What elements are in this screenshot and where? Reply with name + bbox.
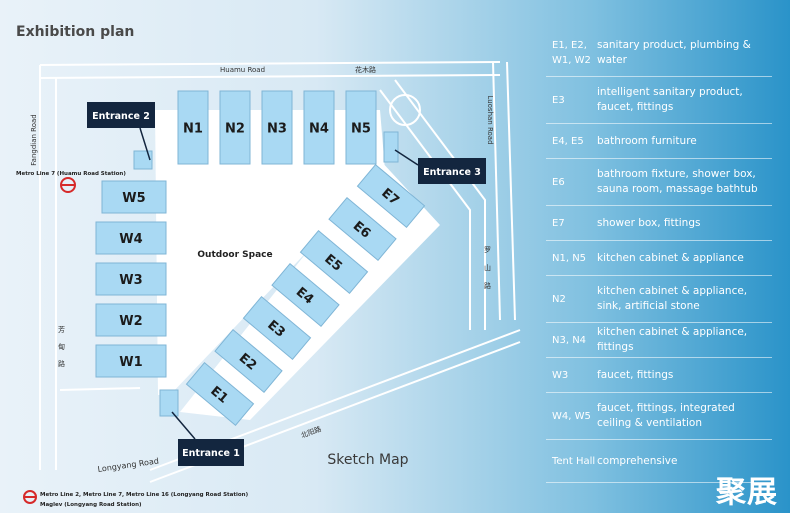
luoshan-cn-3: 路 — [484, 281, 491, 290]
hall-e1[interactable]: E1 — [185, 362, 255, 426]
outdoor-space-label: Outdoor Space — [197, 250, 272, 260]
entrance-2-gate — [133, 150, 153, 170]
legend-key: N2 — [552, 293, 566, 305]
legend-row: E7 shower box, fittings — [546, 206, 772, 241]
entrance-1-gate — [159, 389, 179, 417]
legend-row: W3 faucet, fittings — [546, 358, 772, 393]
hall-n2[interactable]: N2 — [219, 90, 251, 165]
legend-value: faucet, fittings — [597, 368, 674, 381]
hall-n5[interactable]: N5 — [345, 90, 377, 165]
page-title: Exhibition plan — [16, 24, 135, 40]
hall-n1[interactable]: N1 — [177, 90, 209, 165]
legend-key: E6 — [552, 176, 565, 188]
hall-w4-label: W4 — [119, 232, 142, 247]
legend-row: N2 kitchen cabinet & appliance, sink, art… — [546, 276, 772, 323]
legend-row: E4, E5 bathroom furniture — [546, 124, 772, 159]
metro-bottom: Metro Line 2, Metro Line 7, Metro Line 1… — [23, 490, 249, 508]
legend-row: W4, W5 faucet, fittings, integrated ceili… — [546, 393, 772, 440]
hall-w5[interactable]: W5 — [101, 180, 167, 214]
legend-value: shower box, fittings — [597, 216, 701, 229]
huamu-road-cn-label: 花木路 — [355, 65, 376, 74]
luoshan-cn-1: 罗 — [484, 246, 491, 254]
legend-key: N1, N5 — [552, 252, 587, 264]
hall-e4[interactable]: E4 — [271, 263, 340, 327]
legend-value: kitchen cabinet & appliance, fittings — [597, 326, 748, 353]
hall-n5-label: N5 — [351, 122, 371, 137]
hall-n4[interactable]: N4 — [303, 90, 335, 165]
legend-value: kitchen cabinet & appliance, sink, artif… — [597, 285, 748, 312]
legend-value: kitchen cabinet & appliance — [597, 251, 744, 264]
roundabout — [389, 94, 421, 126]
hall-w2-label: W2 — [119, 314, 142, 329]
legend-value: intelligent sanitary product, faucet, fi… — [597, 86, 743, 113]
legend-value: sanitary product, plumbing & water — [597, 39, 751, 66]
hall-w5-label: W5 — [122, 191, 145, 206]
metro-top-label: Metro Line 7 (Huamu Road Station) — [16, 171, 126, 177]
entrance-3-label: Entrance 3 — [423, 167, 481, 178]
legend-key: Tent Hall — [552, 455, 596, 467]
metro-bottom-label-2: Maglev (Longyang Road Station) — [40, 502, 142, 508]
hall-e6[interactable]: E6 — [328, 197, 397, 261]
hall-w3-label: W3 — [119, 273, 142, 288]
luoshan-road-label: Luoshan Road — [486, 95, 494, 144]
hall-w3[interactable]: W3 — [95, 262, 167, 296]
legend-row: E3 intelligent sanitary product, faucet, … — [546, 77, 772, 124]
fangdian-cn-2: 甸 — [58, 342, 65, 351]
legend-value: faucet, fittings, integrated ceiling & v… — [597, 402, 735, 429]
luoshan-cn-2: 山 — [484, 263, 491, 272]
hall-n3-label: N3 — [267, 122, 287, 137]
legend-key: E7 — [552, 217, 565, 229]
fangdian-cn-1: 芳 — [58, 325, 65, 334]
hall-e3[interactable]: E3 — [242, 296, 312, 360]
hall-n1-label: N1 — [183, 122, 203, 137]
hall-w1-label: W1 — [119, 355, 142, 370]
hall-w1[interactable]: W1 — [95, 344, 167, 378]
watermark-logo: 聚展 — [716, 475, 778, 510]
hall-n2-label: N2 — [225, 122, 245, 137]
metro-top: Metro Line 7 (Huamu Road Station) — [16, 171, 126, 193]
fangdian-cn-3: 路 — [58, 359, 65, 368]
hall-e5[interactable]: E5 — [299, 230, 369, 294]
hall-w4[interactable]: W4 — [95, 221, 167, 255]
beiyang-road-label: 北阳路 — [300, 424, 323, 440]
legend-value: bathroom furniture — [597, 134, 697, 147]
outdoor-area — [155, 110, 385, 395]
sketch-map-label: Sketch Map — [327, 452, 408, 468]
entrance-2[interactable]: Entrance 2 — [87, 102, 155, 161]
hall-n3[interactable]: N3 — [261, 90, 293, 165]
legend-key: W3 — [552, 369, 569, 381]
north-halls: N1 N2 N3 N4 N5 — [177, 90, 377, 165]
legend-row: N3, N4 kitchen cabinet & appliance, fitti… — [546, 323, 772, 358]
entrance-2-label: Entrance 2 — [92, 111, 150, 122]
legend-key: E4, E5 — [552, 135, 584, 147]
entrance-1-label: Entrance 1 — [182, 448, 240, 459]
hall-w2[interactable]: W2 — [95, 303, 167, 337]
legend-key: W4, W5 — [552, 410, 591, 422]
legend-row: E6 bathroom fixture, shower box, sauna ro… — [546, 159, 772, 206]
metro-bottom-label-1: Metro Line 2, Metro Line 7, Metro Line 1… — [40, 492, 249, 498]
legend-key: E1, E2, W1, W2 — [552, 40, 591, 66]
hall-n4-label: N4 — [309, 122, 329, 137]
entrance-3-gate — [383, 131, 399, 163]
hall-e7[interactable]: E7 — [356, 164, 426, 228]
longyang-road-label: Longyang Road — [97, 456, 159, 474]
road-lines — [39, 61, 521, 483]
legend-key: N3, N4 — [552, 334, 587, 346]
fangdian-road-label: Fangdian Road — [30, 114, 38, 165]
legend-key: E3 — [552, 94, 565, 106]
hall-e2[interactable]: E2 — [214, 329, 283, 393]
entrance-3[interactable]: Entrance 3 — [394, 149, 486, 184]
legend-value: comprehensive — [597, 454, 678, 467]
huamu-road-label: Huamu Road — [220, 66, 265, 74]
legend-row: N1, N5 kitchen cabinet & appliance — [546, 241, 772, 276]
legend-value: bathroom fixture, shower box, sauna room… — [597, 168, 758, 195]
entrance-1[interactable]: Entrance 1 — [171, 411, 244, 466]
